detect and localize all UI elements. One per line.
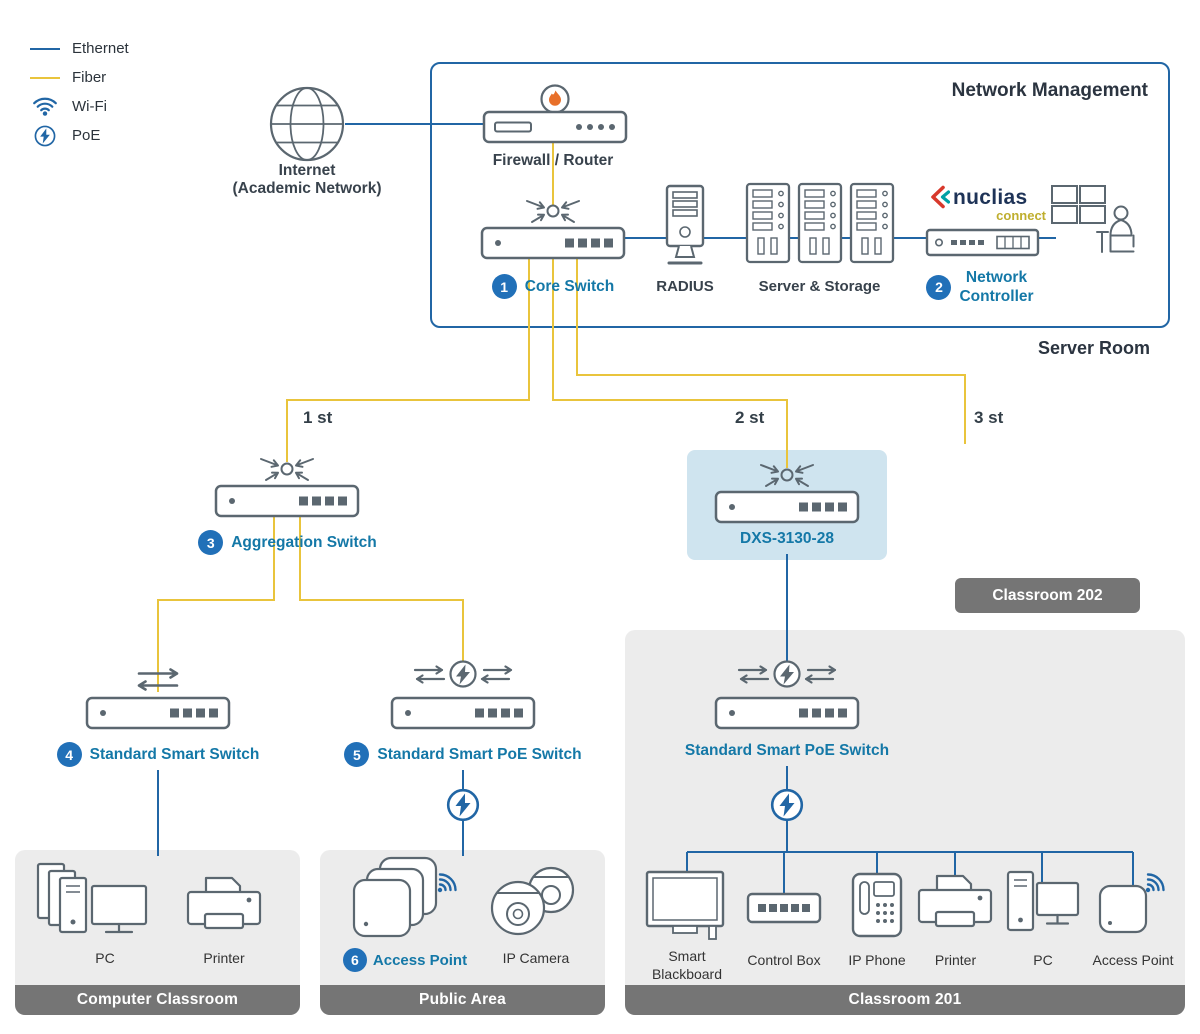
fiber-line-swatch — [28, 76, 62, 79]
core-switch-number-badge: 1 — [491, 274, 517, 299]
poe-switch-public-icon — [388, 658, 538, 732]
classroom-201-title-bar: Classroom 201 — [625, 985, 1185, 1015]
ip-camera-label: IP Camera — [502, 950, 570, 966]
legend-label-poe: PoE — [72, 127, 101, 144]
printer-201-label: Printer — [934, 952, 977, 968]
access-point-stack-icon — [352, 856, 464, 948]
legend-label-ethernet: Ethernet — [72, 40, 129, 57]
link-poe201-bus — [687, 766, 1133, 853]
legend: Ethernet Fiber Wi-Fi PoE — [28, 34, 129, 150]
smart-blackboard-icon — [645, 870, 729, 942]
radius-label: RADIUS — [656, 278, 714, 295]
printer-cc-icon — [180, 874, 268, 942]
standard-smart-switch-number-badge: 4 — [56, 742, 82, 767]
poe-switch-public-label-row: 5 Standard Smart PoE Switch — [315, 742, 611, 767]
floor-label-2: 2 st — [735, 408, 765, 427]
ip-phone-label: IP Phone — [848, 952, 906, 968]
area-computer-classroom: Computer Classroom — [15, 850, 300, 1015]
access-point-label: Access Point — [372, 951, 468, 969]
area-classroom-201: Classroom 201 — [625, 630, 1185, 1015]
aggregation-switch-label-row: 3 Aggregation Switch — [160, 530, 415, 555]
core-switch-label-row: 1 Core Switch — [463, 274, 643, 299]
poe-feed-icon-201 — [770, 788, 804, 822]
poe-switch-public-label: Standard Smart PoE Switch — [377, 745, 582, 763]
printer-201-icon — [911, 872, 999, 940]
network-controller-label-row: 2 Network Controller — [905, 268, 1055, 307]
dxs-switch-icon — [712, 458, 862, 526]
core-switch-icon — [478, 194, 628, 262]
legend-item-poe: PoE — [28, 121, 129, 150]
network-controller-icon — [925, 226, 1040, 259]
wifi-icon — [32, 97, 58, 117]
access-point-label-row: 6 Access Point — [330, 948, 480, 972]
pc-group-label: PC — [95, 950, 115, 966]
pc-group-icon — [36, 862, 151, 947]
nuclias-brand-text: nuclias — [953, 185, 1028, 209]
access-point-number-badge: 6 — [342, 948, 367, 972]
network-controller-number-badge: 2 — [926, 274, 952, 300]
standard-smart-switch-icon — [83, 664, 233, 732]
standard-smart-switch-label: Standard Smart Switch — [89, 745, 260, 763]
access-point-201-icon — [1098, 872, 1166, 936]
aggregation-switch-number-badge: 3 — [198, 530, 224, 555]
fiber-agg-poe5 — [299, 514, 464, 670]
computer-classroom-title-bar: Computer Classroom — [15, 985, 300, 1015]
poe-switch-public-number-badge: 5 — [344, 742, 370, 767]
dxs-label: DXS-3130-28 — [740, 530, 834, 547]
ip-phone-icon — [851, 872, 903, 938]
legend-item-fiber: Fiber — [28, 63, 129, 92]
floor-label-3: 3 st — [974, 408, 1004, 427]
legend-item-wifi: Wi-Fi — [28, 92, 129, 121]
classroom-202-badge: Classroom 202 — [955, 578, 1140, 613]
poe-switch-201-label: Standard Smart PoE Switch — [684, 742, 890, 759]
legend-item-ethernet: Ethernet — [28, 34, 129, 63]
public-area-title-bar: Public Area — [320, 985, 605, 1015]
fiber-core-floor2 — [552, 258, 788, 468]
access-point-201-label: Access Point — [1092, 952, 1174, 968]
aggregation-switch-label: Aggregation Switch — [231, 533, 377, 551]
ethernet-line-swatch — [28, 47, 62, 50]
server-storage-icon — [745, 182, 895, 266]
admin-workstation-icon — [1050, 182, 1145, 272]
ip-camera-icon — [488, 862, 583, 940]
poe-feed-icon-public — [446, 788, 480, 822]
firewall-router-label: Firewall / Router — [492, 152, 614, 169]
printer-cc-label: Printer — [203, 950, 245, 966]
poe-switch-201-icon — [712, 658, 862, 732]
pc-201-icon — [1006, 870, 1080, 940]
server-storage-label: Server & Storage — [758, 278, 881, 295]
fiber-agg-switch4 — [157, 514, 275, 692]
internet-globe-icon — [267, 84, 347, 164]
control-box-icon — [746, 886, 822, 930]
core-switch-label: Core Switch — [524, 277, 615, 295]
link-bus-drops — [686, 852, 1134, 896]
legend-label-wifi: Wi-Fi — [72, 98, 107, 115]
internet-label-line2: (Academic Network) — [232, 180, 382, 197]
nuclias-chevron-icon — [931, 185, 950, 209]
network-management-title: Network Management — [951, 80, 1148, 101]
network-controller-label-line2: Controller — [959, 288, 1034, 306]
nuclias-sub-text: connect — [996, 208, 1046, 223]
fiber-core-floor3 — [576, 258, 966, 444]
floor-label-1: 1 st — [303, 408, 333, 427]
internet-label: Internet (Academic Network) — [210, 162, 404, 198]
fiber-core-floor1 — [286, 258, 530, 462]
aggregation-switch-icon — [212, 452, 362, 520]
pc-201-label: PC — [1033, 952, 1053, 968]
legend-label-fiber: Fiber — [72, 69, 107, 86]
control-box-label: Control Box — [747, 952, 821, 968]
standard-smart-switch-label-row: 4 Standard Smart Switch — [12, 742, 304, 767]
nuclias-logo: nuclias connect — [928, 184, 1046, 223]
server-room-label: Server Room — [1037, 338, 1150, 358]
network-controller-label-line1: Network — [965, 269, 1028, 286]
firewall-router-icon — [480, 84, 630, 146]
radius-server-icon — [659, 184, 711, 272]
smart-blackboard-label: Smart Blackboard — [651, 948, 723, 982]
internet-label-line1: Internet — [278, 162, 336, 179]
poe-icon — [34, 125, 56, 147]
